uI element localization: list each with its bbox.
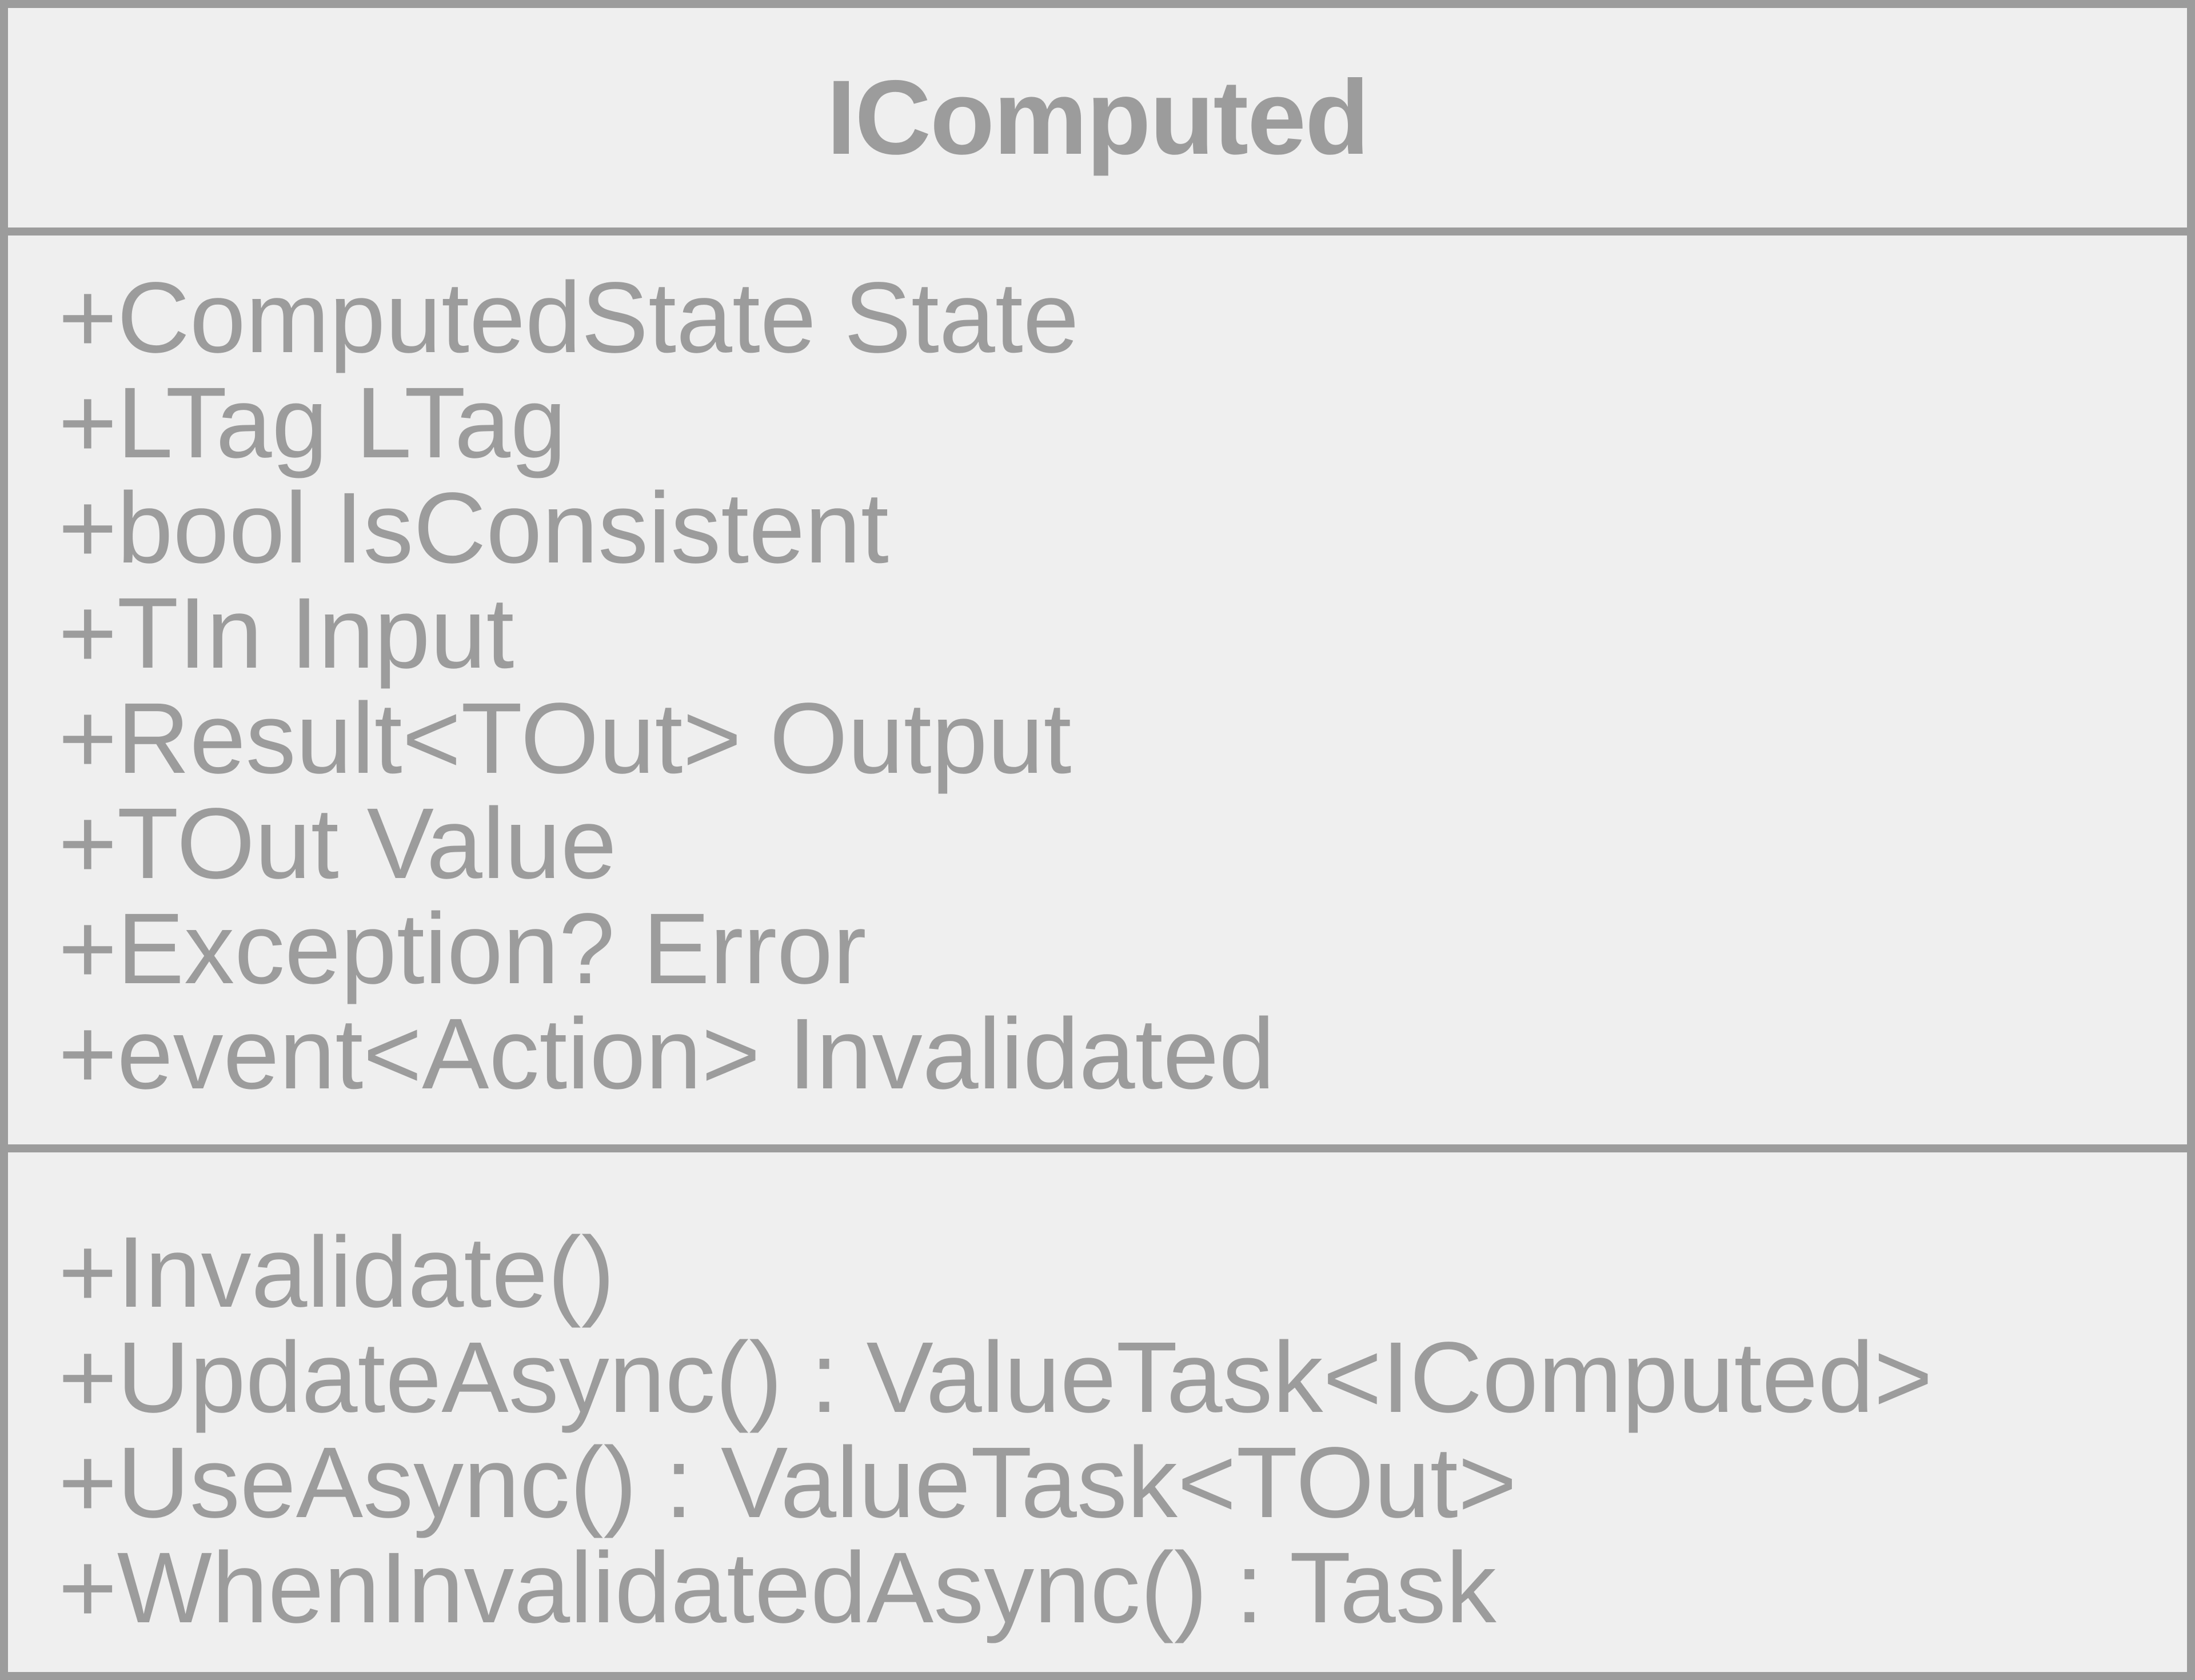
operation-item: +UseAsync() : ValueTask<TOut> — [58, 1427, 1517, 1539]
attribute-item: +TOut Value — [58, 788, 617, 900]
operation-item: +Invalidate() — [58, 1216, 615, 1328]
class-header: IComputed — [8, 8, 2187, 236]
operations-compartment: +Invalidate() +UpdateAsync() : ValueTask… — [8, 1152, 2187, 1641]
attribute-item: +ComputedState State — [58, 262, 1079, 374]
attribute-item: +Result<TOut> Output — [58, 683, 1072, 795]
attribute-item: +event<Action> Invalidated — [58, 998, 1275, 1110]
class-name: IComputed — [826, 58, 1370, 177]
attribute-item: +Exception? Error — [58, 893, 867, 1005]
attributes-compartment: +ComputedState State +LTag LTag +bool Is… — [8, 236, 2187, 1152]
attribute-item: +TIn Input — [58, 577, 514, 689]
attribute-item: +bool IsConsistent — [58, 472, 889, 584]
operation-item: +UpdateAsync() : ValueTask<IComputed> — [58, 1322, 1933, 1434]
operation-item: +WhenInvalidatedAsync() : Task — [58, 1532, 1496, 1644]
attribute-item: +LTag LTag — [58, 367, 566, 479]
